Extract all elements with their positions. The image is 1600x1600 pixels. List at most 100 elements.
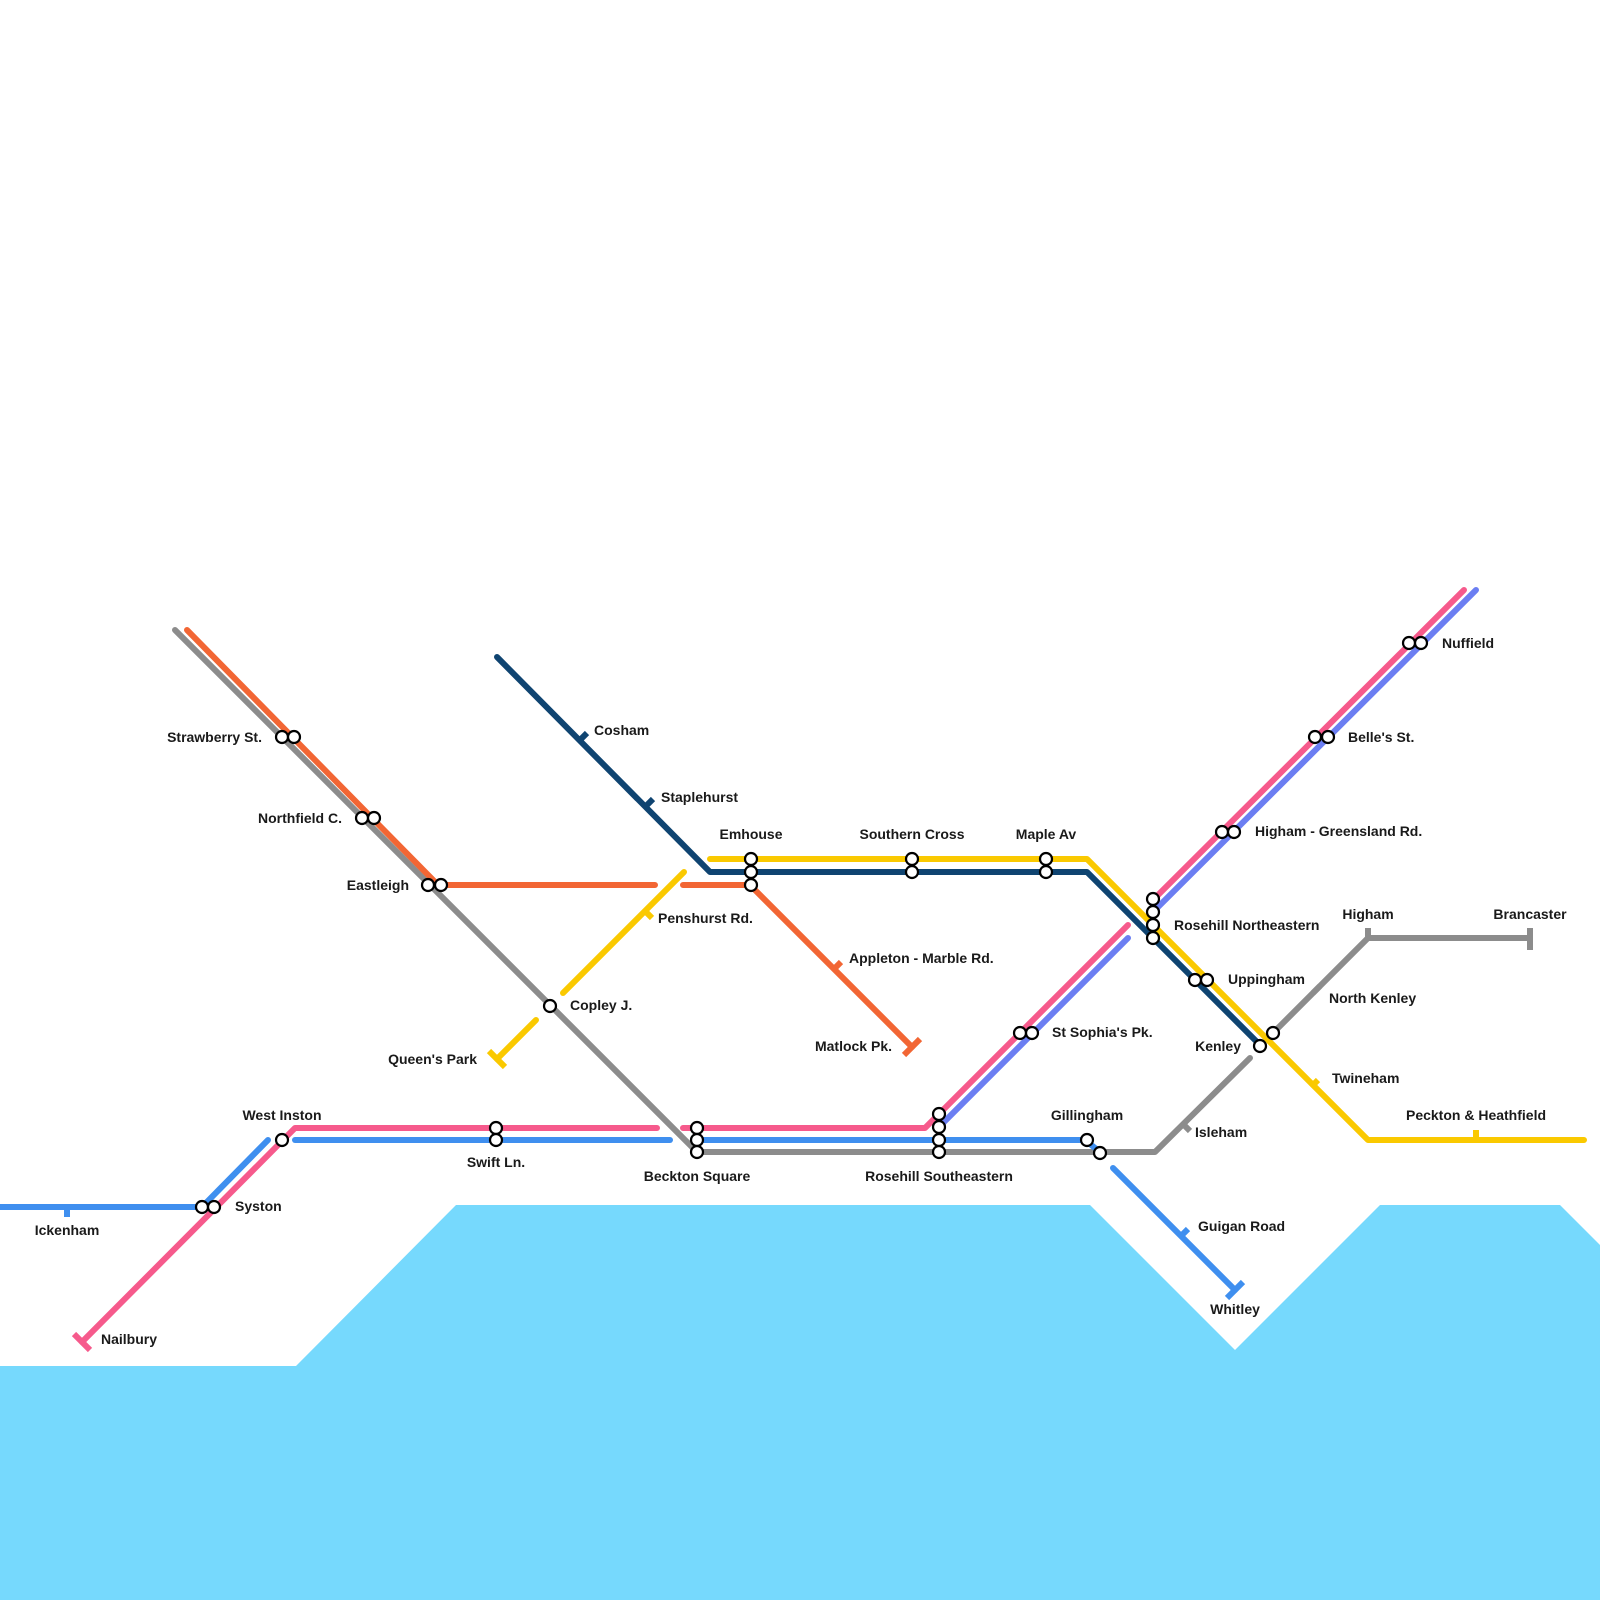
label-strawberry-st: Strawberry St. [167, 729, 262, 745]
station-st-sophias[interactable] [1012, 1025, 1028, 1041]
label-higham: Higham [1342, 906, 1393, 922]
station-eastleigh-2[interactable] [433, 877, 449, 893]
yellow-line-queens-branch [494, 1017, 539, 1062]
north-kenley-tick [1310, 983, 1323, 996]
label-st-sophias: St Sophia's Pk. [1052, 1024, 1153, 1040]
pink-line-east [680, 922, 1131, 1131]
station-rosehill-ne[interactable] [1145, 891, 1161, 907]
station-rosehill-ne-3[interactable] [1145, 917, 1161, 933]
station-eastleigh[interactable] [420, 877, 436, 893]
label-maple: Maple Av [1016, 826, 1077, 842]
label-cosham: Cosham [594, 722, 649, 738]
station-maple-2[interactable] [1038, 864, 1054, 880]
label-appleton: Appleton - Marble Rd. [849, 950, 994, 966]
station-emhouse-3[interactable] [743, 877, 759, 893]
station-belles[interactable] [1307, 729, 1323, 745]
station-rosehill-se[interactable] [931, 1106, 947, 1122]
station-gillingham[interactable] [1079, 1132, 1095, 1148]
label-eastleigh: Eastleigh [347, 877, 409, 893]
station-emhouse[interactable] [743, 851, 759, 867]
label-beckton: Beckton Square [644, 1168, 751, 1184]
label-brancaster: Brancaster [1493, 906, 1567, 922]
staplehurst-tick [643, 796, 656, 809]
yellow-line [486, 856, 1587, 1143]
station-maple[interactable] [1038, 851, 1054, 867]
station-nuffield-2[interactable] [1413, 635, 1429, 651]
label-peckton: Peckton & Heathfield [1406, 1107, 1546, 1123]
label-staplehurst: Staplehurst [661, 789, 738, 805]
station-higham-greensland-2[interactable] [1226, 824, 1242, 840]
label-copley: Copley J. [570, 997, 632, 1013]
yellow-line-copley-branch [560, 869, 687, 996]
station-kenley-2[interactable] [1265, 1025, 1281, 1041]
navy-line [494, 654, 1263, 1048]
station-west-inston[interactable] [274, 1132, 290, 1148]
label-kenley: Kenley [1195, 1038, 1241, 1054]
label-nailbury: Nailbury [101, 1331, 157, 1347]
label-syston: Syston [235, 1198, 282, 1214]
label-queens-park: Queen's Park [388, 1051, 477, 1067]
label-swift: Swift Ln. [467, 1154, 525, 1170]
station-syston-2[interactable] [206, 1199, 222, 1215]
station-southern-cross[interactable] [904, 851, 920, 867]
station-labels: Strawberry St. Northfield C. Eastleigh C… [35, 635, 1567, 1347]
pink-line-west [79, 1125, 660, 1345]
station-swift[interactable] [488, 1120, 504, 1136]
isleham-tick [1180, 1121, 1193, 1134]
label-ickenham: Ickenham [35, 1222, 100, 1238]
label-penshurst: Penshurst Rd. [658, 910, 753, 926]
station-rosehill-se-3[interactable] [931, 1132, 947, 1148]
station-gillingham-2[interactable] [1092, 1145, 1108, 1161]
label-northfield: Northfield C. [258, 810, 342, 826]
station-uppingham-2[interactable] [1199, 972, 1215, 988]
station-kenley[interactable] [1252, 1038, 1268, 1054]
grey-line [172, 627, 1533, 1155]
station-strawberry-st-2[interactable] [286, 729, 302, 745]
orange-line [184, 627, 923, 1058]
twineham-tick [1308, 1077, 1321, 1090]
station-markers [194, 635, 1429, 1215]
station-swift-2[interactable] [488, 1132, 504, 1148]
label-gillingham: Gillingham [1051, 1107, 1123, 1123]
label-rosehill-ne: Rosehill Northeastern [1174, 917, 1319, 933]
label-matlock: Matlock Pk. [815, 1038, 892, 1054]
station-beckton-2[interactable] [689, 1132, 705, 1148]
station-southern-cross-2[interactable] [904, 864, 920, 880]
station-rosehill-ne-4[interactable] [1145, 930, 1161, 946]
periwinkle-line-upper [1150, 587, 1479, 915]
station-rosehill-ne-2[interactable] [1145, 904, 1161, 920]
label-uppingham: Uppingham [1228, 971, 1305, 987]
station-emhouse-2[interactable] [743, 864, 759, 880]
station-nuffield[interactable] [1401, 635, 1417, 651]
label-twineham: Twineham [1332, 1070, 1399, 1086]
station-strawberry-st[interactable] [274, 729, 290, 745]
penshurst-tick [642, 908, 655, 921]
label-higham-greensland: Higham - Greensland Rd. [1255, 823, 1422, 839]
station-higham-greensland[interactable] [1214, 824, 1230, 840]
queens-park-terminus [486, 1048, 508, 1070]
orange-line-west [184, 627, 658, 888]
station-northfield-2[interactable] [366, 810, 382, 826]
label-southern-cross: Southern Cross [859, 826, 964, 842]
pink-line-northeast [1150, 587, 1467, 903]
station-rosehill-se-4[interactable] [931, 1144, 947, 1160]
station-syston[interactable] [194, 1199, 210, 1215]
station-beckton-3[interactable] [689, 1144, 705, 1160]
station-northfield[interactable] [354, 810, 370, 826]
grey-line-main [172, 627, 1253, 1155]
label-west-inston: West Inston [242, 1107, 321, 1123]
whitley-terminus [1224, 1279, 1246, 1301]
station-belles-2[interactable] [1320, 729, 1336, 745]
matlock-terminus [901, 1036, 923, 1058]
station-st-sophias-2[interactable] [1024, 1025, 1040, 1041]
station-rosehill-se-2[interactable] [931, 1119, 947, 1135]
label-nuffield: Nuffield [1442, 635, 1494, 651]
station-copley[interactable] [542, 998, 558, 1014]
station-uppingham[interactable] [1187, 972, 1203, 988]
station-beckton[interactable] [689, 1120, 705, 1136]
label-north-kenley: North Kenley [1329, 990, 1416, 1006]
label-emhouse: Emhouse [719, 826, 782, 842]
guigan-tick [1178, 1226, 1191, 1239]
water-body [0, 1205, 1600, 1600]
